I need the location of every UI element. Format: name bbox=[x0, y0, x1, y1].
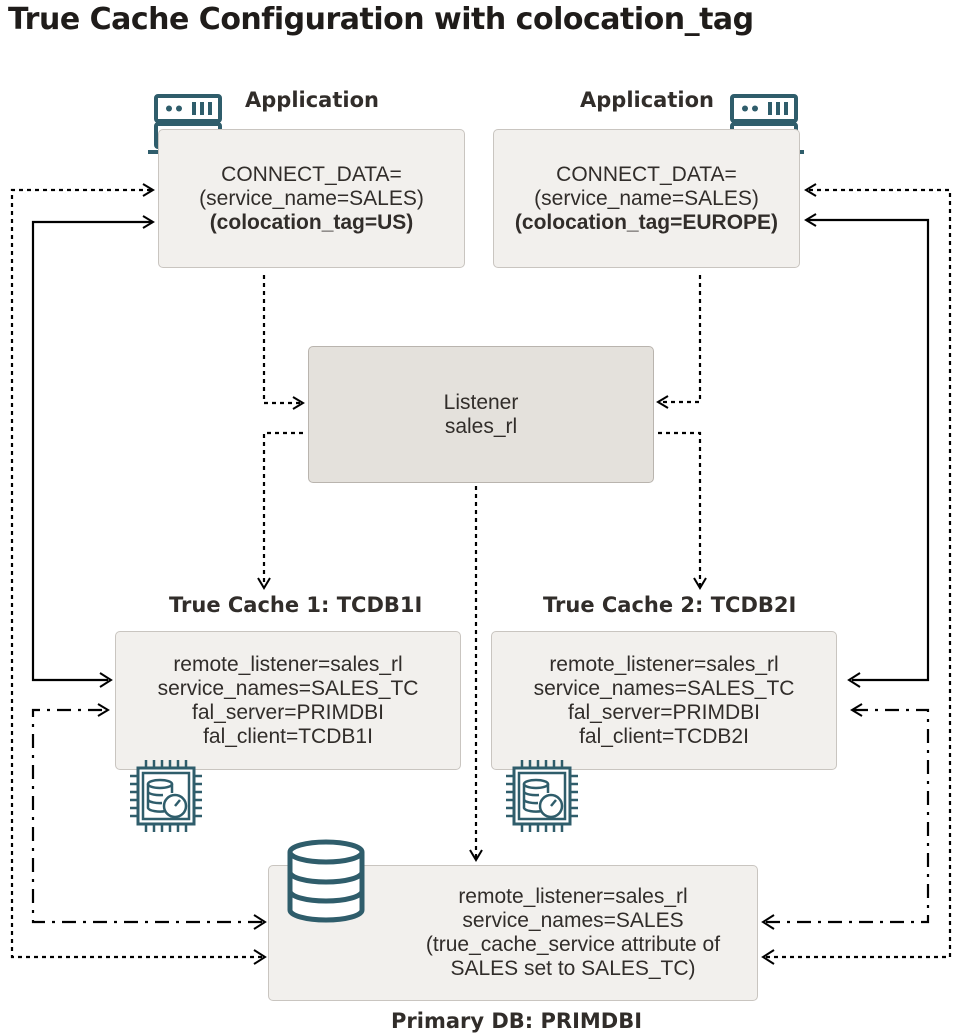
arrow-listener-to-cache2 bbox=[658, 431, 707, 590]
app-eu-colocation-tag: (colocation_tag=EUROPE) bbox=[514, 210, 779, 234]
primary-true-cache-attr-cont: SALES set to SALES_TC) bbox=[450, 957, 696, 980]
cache1-service-names: service_names=SALES_TC bbox=[157, 676, 419, 700]
arrow-app-us-cache1-solid bbox=[31, 215, 155, 682]
arrowhead-primary-left-dotted bbox=[253, 949, 267, 965]
cache2-remote-listener: remote_listener=sales_rl bbox=[549, 652, 779, 676]
app-us-service-name: (service_name=SALES) bbox=[199, 186, 424, 210]
cache2-service-names: service_names=SALES_TC bbox=[533, 676, 795, 700]
cache1-fal-client: fal_client=TCDB1I bbox=[203, 724, 373, 748]
arrow-cache1-primary-dashdot bbox=[31, 703, 262, 924]
cache2-box: remote_listener=sales_rl service_names=S… bbox=[491, 631, 837, 770]
cache2-label: True Cache 2: TCDB2I bbox=[543, 593, 797, 617]
cache1-remote-listener: remote_listener=sales_rl bbox=[173, 652, 403, 676]
arrowhead-cache2-solid bbox=[847, 672, 861, 688]
cache1-label: True Cache 1: TCDB1I bbox=[169, 593, 423, 617]
app-us-colocation-tag: (colocation_tag=US) bbox=[209, 210, 414, 234]
arrow-app-eu-primary-dotted bbox=[766, 183, 952, 959]
app-eu-service-name: (service_name=SALES) bbox=[534, 186, 759, 210]
arrow-listener-to-cache1 bbox=[257, 431, 303, 590]
cache1-box: remote_listener=sales_rl service_names=S… bbox=[115, 631, 461, 770]
cache1-fal-server: fal_server=PRIMDBI bbox=[192, 700, 384, 724]
listener-name: sales_rl bbox=[444, 414, 518, 438]
primary-true-cache-attr: (true_cache_service attribute of bbox=[425, 933, 721, 956]
database-cylinder-icon bbox=[287, 839, 365, 923]
app-us-label: Application bbox=[245, 88, 379, 112]
primary-db-label: Primary DB: PRIMDBI bbox=[391, 1009, 643, 1033]
arrowhead-primary-left-dashdot bbox=[253, 914, 267, 930]
arrow-app-us-primary-dotted bbox=[10, 183, 262, 959]
cache2-fal-client: fal_client=TCDB2I bbox=[579, 724, 749, 748]
app-us-connect-data: CONNECT_DATA= bbox=[221, 162, 402, 186]
database-chip-gauge-icon bbox=[506, 760, 578, 832]
app-eu-connect-data: CONNECT_DATA= bbox=[556, 162, 737, 186]
app-us-box: CONNECT_DATA= (service_name=SALES) (colo… bbox=[158, 129, 465, 268]
cache2-fal-server: fal_server=PRIMDBI bbox=[568, 700, 760, 724]
diagram-title: True Cache Configuration with colocation… bbox=[8, 2, 754, 37]
primary-service-names: service_names=SALES bbox=[462, 909, 684, 932]
primary-remote-listener: remote_listener=sales_rl bbox=[458, 885, 688, 908]
arrow-app-eu-to-listener bbox=[656, 275, 702, 409]
arrow-app-eu-cache2-solid bbox=[804, 213, 930, 682]
arrowhead-primary-right-dotted bbox=[761, 949, 775, 965]
database-chip-gauge-icon bbox=[130, 760, 202, 832]
listener-box: Listener sales_rl bbox=[308, 346, 654, 483]
app-eu-label: Application bbox=[580, 88, 714, 112]
arrow-app-us-to-listener bbox=[262, 275, 305, 410]
arrowhead-primary-right-dashdot bbox=[761, 914, 775, 930]
arrowhead-cache1-solid bbox=[99, 672, 113, 688]
arrow-cache2-primary-dashdot bbox=[766, 703, 930, 924]
app-eu-box: CONNECT_DATA= (service_name=SALES) (colo… bbox=[493, 129, 800, 268]
listener-title: Listener bbox=[443, 390, 519, 414]
